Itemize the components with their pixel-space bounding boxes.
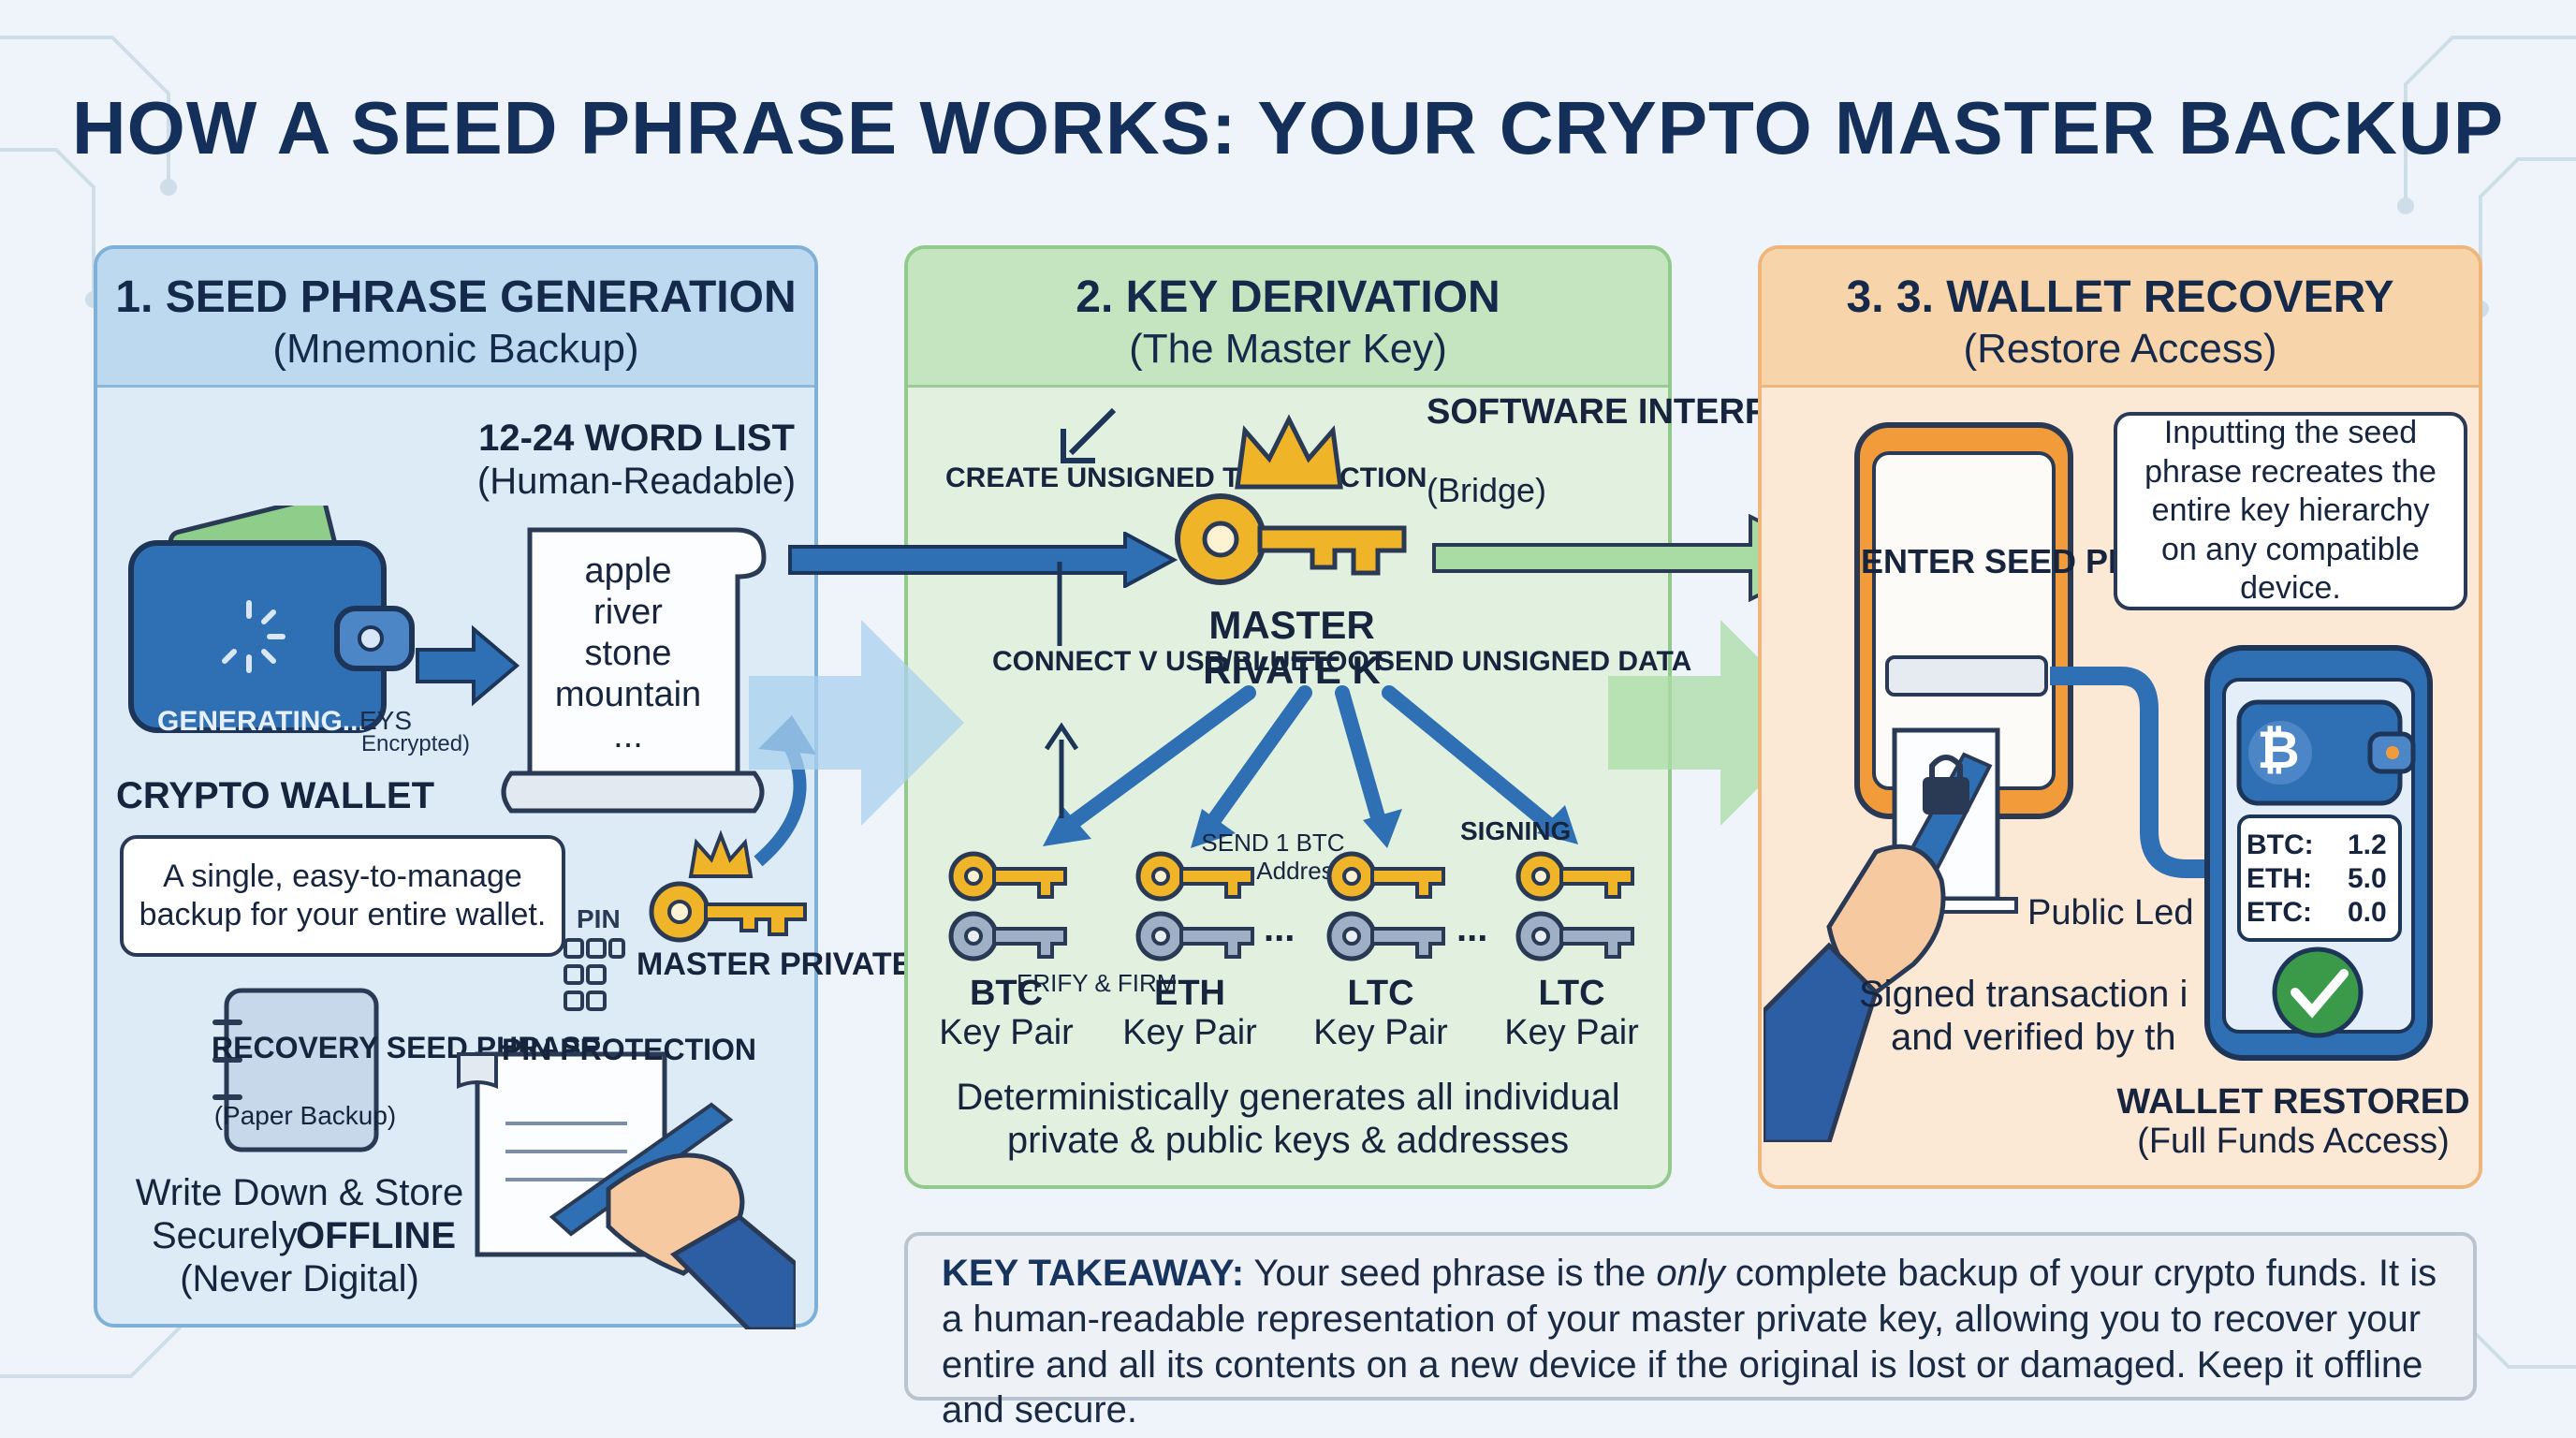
info-bubble: Inputting the seed phrase recreates the … — [2114, 412, 2467, 610]
hand-writing-icon — [457, 1051, 796, 1329]
balance-amount: 1.2 — [2348, 829, 2387, 860]
takeaway-only: only — [1656, 1253, 1725, 1294]
takeaway-label: KEY TAKEAWAY: — [942, 1253, 1245, 1294]
flow-arrow-icon — [749, 620, 964, 826]
word-3: stone — [584, 634, 672, 673]
master-key-icon — [649, 881, 807, 943]
word-2: river — [593, 593, 663, 632]
bridge-label: (Bridge) — [1427, 471, 1547, 509]
notebook-icon — [212, 988, 379, 1152]
key-pair-label: Key Pair — [1313, 1013, 1448, 1052]
panel-header: 3. 3. WALLET RECOVERY (Restore Access) — [1762, 249, 2479, 388]
mini-master-key-label: MASTER PRIVATE KEY — [637, 946, 988, 982]
key-pair-ltc-icon — [1326, 851, 1445, 961]
restored-phone-icon — [2204, 645, 2433, 1061]
offline-label: OFFLINE — [296, 1215, 457, 1256]
key-pair-label: Key Pair — [1122, 1013, 1257, 1052]
encrypted-label: Encrypted) — [361, 731, 471, 756]
master-key-icon — [1175, 493, 1407, 585]
key-pair-eth-icon — [1135, 851, 1254, 961]
balance-amount: 5.0 — [2348, 863, 2387, 894]
pin-label: PIN — [577, 904, 621, 933]
key-pair-coin: LTC — [1538, 974, 1605, 1013]
key-pair-coin: BTC — [969, 974, 1044, 1013]
word-ellipsis: ... — [613, 716, 643, 756]
wallet-label: CRYPTO WALLET — [116, 775, 434, 816]
page-title: HOW A SEED PHRASE WORKS: YOUR CRYPTO MAS… — [71, 86, 2505, 169]
arrow-right-icon — [416, 624, 520, 707]
recovery-phrase-label: RECOVERY SEED PHRASE — [212, 1031, 601, 1065]
never-digital-label: (Never Digital) — [180, 1258, 419, 1299]
balance-coin: BTC: — [2247, 829, 2314, 860]
balance-amount: 0.0 — [2348, 897, 2387, 928]
phone-icon — [1854, 422, 2073, 819]
word-list-subtitle: (Human-Readable) — [476, 461, 797, 502]
signed-line-1: Signed transaction i — [1859, 974, 2188, 1015]
arrow-up-icon — [1057, 562, 1062, 646]
connect-label: CONNECT V USB/BLUETOOT — [992, 646, 1387, 677]
balance-coin: ETH: — [2247, 863, 2312, 894]
panel-subtitle: (Mnemonic Backup) — [272, 326, 639, 372]
create-unsigned-label: CREATE UNSIGNED TRANSACTION — [945, 462, 1427, 494]
software-interface-label: SOFTWARE INTERFACE — [1427, 392, 1840, 432]
panel-title: 2. KEY DERIVATION — [1076, 272, 1500, 322]
panel-title: 3. 3. WALLET RECOVERY — [1846, 272, 2394, 322]
ellipsis-2: ... — [1456, 908, 1488, 949]
hand-holding-document-icon — [1764, 727, 2018, 1142]
bitcoin-symbol: ₿ — [2257, 720, 2300, 779]
write-down-line-2: Securely — [152, 1215, 298, 1256]
panel-subtitle: (Restore Access) — [1963, 326, 2277, 372]
send-unsigned-label: SEND UNSIGNED DATA — [1376, 646, 1692, 677]
balance-coin: ETC: — [2247, 897, 2312, 928]
arrow-right-icon — [788, 532, 1178, 588]
derivation-arrows — [1043, 685, 1578, 848]
wallet-restored-label: WALLET RESTORED — [2116, 1082, 2470, 1122]
pin-protection-label: PIN PROTECTION — [502, 1033, 757, 1066]
word-4: mountain — [554, 675, 702, 714]
panel-header: 2. KEY DERIVATION (The Master Key) — [908, 249, 1668, 388]
arrow-up-icon — [1044, 722, 1079, 818]
derivation-footer-line-2: private & public keys & addresses — [1006, 1120, 1570, 1161]
eys-label: EYS — [359, 706, 413, 735]
write-down-line-1: Write Down & Store — [135, 1172, 464, 1213]
takeaway-text-2: complete backup of your crypto funds. It… — [942, 1253, 2437, 1431]
full-access-label: (Full Funds Access) — [2137, 1122, 2450, 1161]
paper-backup-label: (Paper Backup) — [213, 1101, 397, 1130]
key-takeaway-box: KEY TAKEAWAY: Your seed phrase is the on… — [904, 1232, 2477, 1431]
panel-title: 1. SEED PHRASE GENERATION — [115, 272, 797, 322]
panel-seed-generation: 1. SEED PHRASE GENERATION (Mnemonic Back… — [94, 245, 818, 1328]
derivation-footer-line-1: Deterministically generates all individu… — [956, 1077, 1620, 1118]
key-pair-coin: LTC — [1347, 974, 1414, 1013]
key-pair-label: Key Pair — [939, 1013, 1074, 1052]
wallet-icon — [128, 506, 415, 733]
master-private-key-line-2: RIVATE K — [1203, 648, 1381, 692]
master-private-key-line-1: MASTER — [1208, 603, 1375, 647]
signed-line-2: and verified by th — [1891, 1017, 2176, 1058]
key-pair-ltc-icon — [1515, 851, 1634, 961]
key-pair-coin: ETH — [1154, 974, 1225, 1013]
takeaway-text-1: Your seed phrase is the — [1244, 1253, 1657, 1294]
panel-header: 1. SEED PHRASE GENERATION (Mnemonic Back… — [97, 249, 814, 388]
word-list-title: 12-24 WORD LIST — [478, 418, 795, 459]
crown-icon — [688, 829, 754, 878]
enter-seed-label: ENTER SEED PHRASE — [1861, 542, 2227, 580]
word-list-scroll-icon — [501, 527, 767, 814]
public-ledger-label: Public Led — [2027, 893, 2194, 932]
info-bubble: A single, easy-to-manage backup for your… — [120, 835, 565, 957]
send-btc-label: SEND 1 BTC — [1201, 829, 1345, 857]
signing-label: SIGNING — [1460, 816, 1572, 845]
wallet-status: GENERATING... — [157, 706, 366, 737]
key-pair-label: Key Pair — [1504, 1013, 1639, 1052]
ellipsis-1: ... — [1264, 908, 1295, 949]
crown-icon — [1235, 414, 1343, 490]
pin-keypad-icon — [564, 938, 625, 1011]
key-pair-btc-icon — [948, 851, 1067, 961]
word-1: apple — [584, 551, 672, 591]
panel-subtitle: (The Master Key) — [1129, 326, 1447, 372]
arrow-up-left-icon — [1061, 407, 1117, 463]
